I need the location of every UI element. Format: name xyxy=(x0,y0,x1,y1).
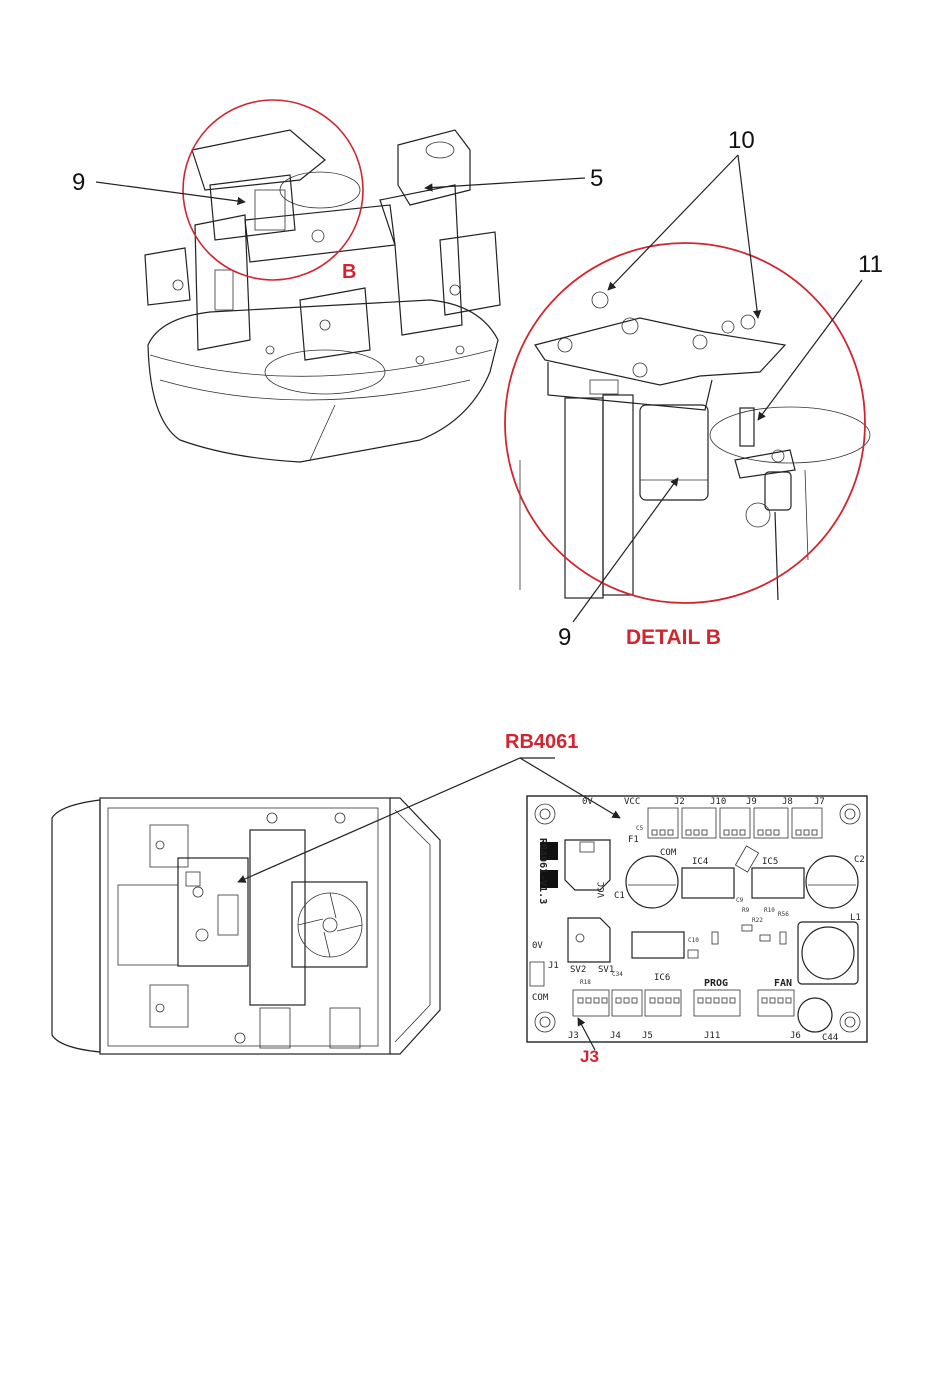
pcb-r22: R22 xyxy=(752,917,763,924)
callout-9: 9 xyxy=(72,169,85,196)
pcb-top-0v: 0V xyxy=(582,797,593,807)
pcb-top-j9: J9 xyxy=(746,797,757,807)
pcb-r9: R9 xyxy=(742,907,750,914)
head-top-view-drawing xyxy=(52,798,440,1054)
pcb-top-j2: J2 xyxy=(674,797,685,807)
pcb-j5: J5 xyxy=(642,1031,653,1041)
detail-b-circle xyxy=(505,243,865,603)
leader-10-b xyxy=(738,155,758,318)
pcb-j4: J4 xyxy=(610,1031,621,1041)
detail-b-title: DETAIL B xyxy=(626,626,721,649)
pcb-0v: 0V xyxy=(532,941,543,951)
board-label-rb4061: RB4061 xyxy=(505,731,578,753)
pcb-top-j7: J7 xyxy=(814,797,825,807)
callout-9-detail: 9 xyxy=(558,624,571,651)
leader-rb4061-pcb xyxy=(520,758,620,818)
callout-10: 10 xyxy=(728,127,755,154)
callout-5: 5 xyxy=(590,165,603,192)
pcb-j3: J3 xyxy=(568,1031,579,1041)
pcb-r10: R10 xyxy=(764,907,775,914)
leader-9-detail xyxy=(573,478,678,622)
pcb-c9: C9 xyxy=(736,897,744,904)
leader-j3 xyxy=(578,1018,595,1050)
pcb-drawing xyxy=(527,796,867,1042)
pcb-c2: C2 xyxy=(854,855,865,865)
pcb-c1: C1 xyxy=(614,891,625,901)
leader-11 xyxy=(758,280,862,420)
connector-label-j3: J3 xyxy=(580,1047,599,1066)
pcb-top-vcc: VCC xyxy=(624,797,640,807)
pcb-r18: R18 xyxy=(580,979,591,986)
pcb-com-left: COM xyxy=(532,993,549,1003)
pcb-c10: C10 xyxy=(688,937,699,944)
pcb-j6: J6 xyxy=(790,1031,801,1041)
pcb-ic4: IC4 xyxy=(692,857,708,867)
leader-10-a xyxy=(608,155,738,290)
pcb-c44: C44 xyxy=(822,1033,838,1043)
pcb-ic6: IC6 xyxy=(654,973,670,983)
pcb-prog: PROG xyxy=(704,978,728,989)
callout-11: 11 xyxy=(858,251,883,278)
pcb-vcc: VCC xyxy=(597,882,607,898)
leader-9 xyxy=(96,182,245,202)
circle-label-b: B xyxy=(342,261,356,283)
pcb-c34: C34 xyxy=(612,971,623,978)
detail-b-drawing xyxy=(520,292,870,600)
pcb-c5: C5 xyxy=(636,825,644,832)
pcb-fan: FAN xyxy=(774,978,792,989)
pcb-top-j10: J10 xyxy=(710,797,726,807)
pcb-outline xyxy=(527,796,867,1042)
leader-rb4061-head xyxy=(238,758,555,882)
pcb-top-j8: J8 xyxy=(782,797,793,807)
pcb-ic5: IC5 xyxy=(762,857,778,867)
pcb-j1: J1 xyxy=(548,961,559,971)
pcb-silk-id: RB4061-V1.3 xyxy=(537,838,548,904)
leader-5 xyxy=(425,178,585,188)
pcb-l1: L1 xyxy=(850,913,861,923)
fixture-base-drawing xyxy=(145,100,500,462)
pcb-f1: F1 xyxy=(628,835,639,845)
pcb-j11: J11 xyxy=(704,1031,720,1041)
pcb-com: COM xyxy=(660,848,677,858)
pcb-sv2: SV2 xyxy=(570,965,586,975)
pcb-r56: R56 xyxy=(778,911,789,918)
